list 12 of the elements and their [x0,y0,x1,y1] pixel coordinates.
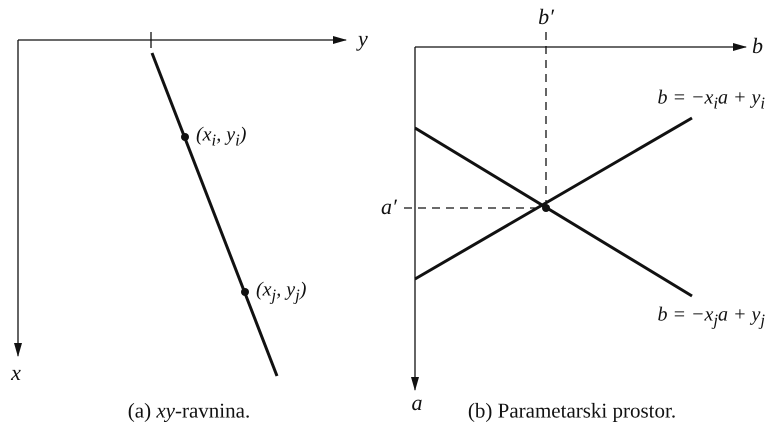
axis-value-label: a′ [381,196,397,218]
axis-label: b [752,34,763,57]
subfigure-caption: (b) Parametarski prostor. [468,400,676,422]
axis-label: y [358,28,368,50]
equation-label: b = −x$_{i}$a + y$_{i}$ [657,87,765,112]
axis-value-label: b′ [538,6,554,28]
point-label: (x$_{j}$, y$_{j}$) [256,279,306,304]
equation-label: b = −x$_{j}$a + y$_{j}$ [657,304,765,330]
axis-label: a [412,392,422,414]
point-label: (x$_{i}$, y$_{i}$) [196,124,246,150]
subfigure-caption: (a) xy-ravnina. [128,400,250,422]
axis-label: x [11,362,21,384]
